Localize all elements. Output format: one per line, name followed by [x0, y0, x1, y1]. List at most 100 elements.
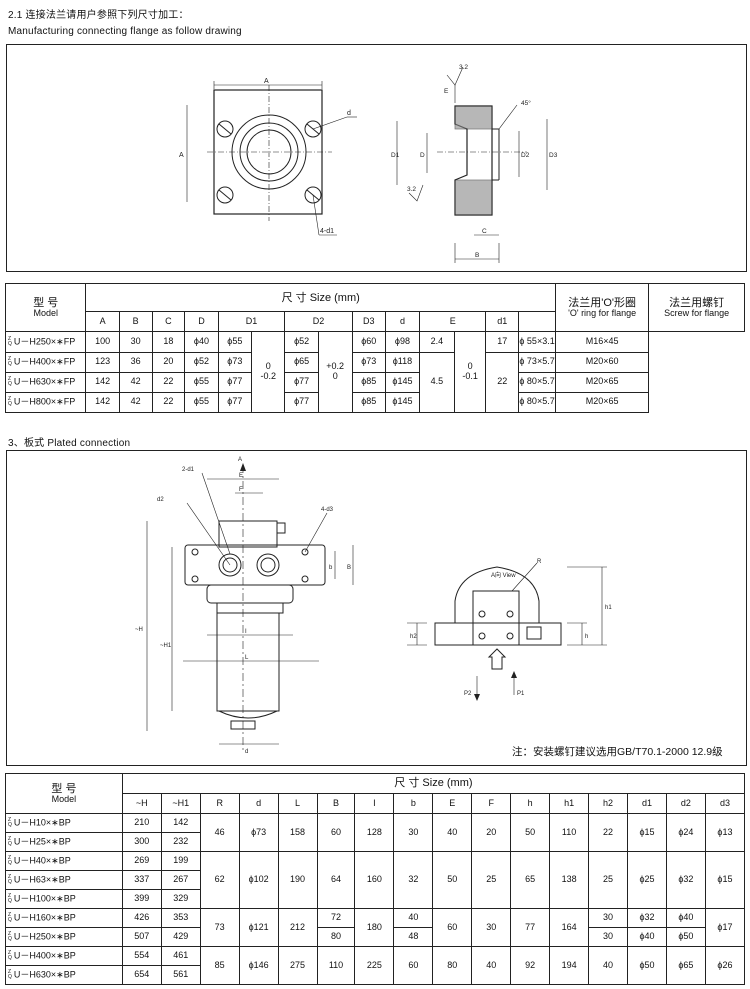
- table2-col-header: ~H1: [160, 793, 201, 814]
- table1-model-cn: 型 号: [33, 296, 59, 309]
- table-cell: 128: [354, 813, 395, 852]
- dim-label-h1: ~H1: [160, 643, 172, 649]
- table1-screw-en: Screw for flange: [664, 307, 730, 318]
- table-cell: 73: [199, 908, 240, 947]
- table2-col-header: d1: [627, 793, 667, 814]
- table-cell: 60: [432, 908, 473, 947]
- e-tol-upper: 0: [467, 361, 473, 372]
- table2-model-name: U－H250×∗BP: [13, 931, 76, 942]
- table2-model-name: U－H63×∗BP: [13, 874, 71, 885]
- table-cell: ϕ77: [217, 371, 253, 393]
- table-cell: ϕ40: [627, 927, 667, 947]
- table-cell: ϕ77: [217, 391, 253, 414]
- flange-drawing: A A d 4-d1 E 45° 3.2 3.2 D1 D D2 D3 C B: [179, 64, 558, 263]
- table2-col-header: h2: [588, 793, 629, 814]
- table-cell: 142: [85, 371, 120, 393]
- table1-model-en: Model: [33, 307, 58, 318]
- table1-oring-cn: 法兰用'O'形圈: [568, 296, 636, 309]
- table-cell: 80: [432, 946, 473, 985]
- table-cell: 22: [151, 391, 186, 414]
- table-cell: 158: [277, 813, 318, 852]
- table-cell: 160: [354, 851, 395, 909]
- d1-tolerance-cell: 0-0.2: [251, 331, 286, 413]
- table-cell: 30: [393, 813, 434, 852]
- section1-title-cn: 2.1 连接法兰请用户参照下列尺寸加工：: [8, 10, 189, 21]
- table-cell: 267: [160, 870, 201, 890]
- table1-model-name: U－H250×∗FP: [13, 336, 76, 347]
- table2-col-header: h: [510, 793, 551, 814]
- plated-drawing-frame: A 2-d1 E F d2 4-d3 b B ~H ~H1 I L d R A向…: [6, 450, 747, 766]
- d1-value-merged: 22: [485, 351, 520, 414]
- table-cell: 40: [588, 946, 629, 985]
- table-cell: 22: [151, 371, 186, 393]
- dim-label-c: C: [482, 228, 487, 235]
- table-cell: ϕ15: [627, 813, 667, 852]
- dim-label-4d3: 4-d3: [321, 507, 334, 513]
- dim-label-d2-small: d2: [157, 497, 164, 503]
- table2-model-en: Model: [51, 793, 77, 804]
- table-cell: ϕ121: [238, 908, 279, 947]
- table2-model-name: U－H160×∗BP: [13, 912, 76, 923]
- flange-drawing-frame: A A d 4-d1 E 45° 3.2 3.2 D1 D D2 D3 C B: [6, 44, 747, 272]
- table-cell: ϕ 80×5.7: [518, 371, 556, 393]
- e-value-merged: 4.5: [418, 351, 455, 414]
- table-cell: 329: [160, 889, 201, 909]
- table-cell: ϕ145: [384, 371, 420, 393]
- installation-note: 注：安装螺钉建议选用GB/T70.1-2000 12.9级: [512, 746, 723, 758]
- table2-model-name: U－H630×∗BP: [13, 969, 76, 980]
- table-cell: M16×45: [554, 331, 650, 353]
- dim-label-a-vertical: A: [179, 152, 184, 159]
- table-cell: ϕ40: [665, 908, 706, 928]
- table1-col-d2: D2: [284, 311, 353, 333]
- table2-size-header: 尺 寸 Size (mm): [121, 773, 746, 794]
- table2-col-header: B: [316, 793, 356, 814]
- table-cell: 50: [510, 813, 551, 852]
- table-cell: ϕ 55×3.1: [518, 331, 556, 353]
- table-cell: 190: [277, 851, 318, 909]
- table-cell: ϕ145: [384, 391, 420, 414]
- table2-col-header: h1: [549, 793, 590, 814]
- table-cell: 30: [588, 927, 629, 947]
- table-cell: ϕ50: [665, 927, 706, 947]
- table-cell: ϕ 73×5.7: [518, 351, 556, 373]
- table-cell: 72: [316, 908, 356, 928]
- table-cell: ϕ146: [238, 946, 279, 985]
- table2-col-header: I: [354, 793, 395, 814]
- table-cell: ϕ98: [384, 331, 420, 353]
- table-cell: ϕ 80×5.7: [518, 391, 556, 414]
- table-cell: ϕ32: [665, 851, 706, 909]
- table-cell: 32: [393, 851, 434, 909]
- dim-label-d: d: [347, 110, 351, 117]
- table-cell: ϕ77: [284, 391, 319, 414]
- table-cell: 164: [549, 908, 590, 947]
- dim-label-e: E: [444, 88, 449, 95]
- table-cell: 25: [588, 851, 629, 909]
- table-cell: ϕ73: [351, 351, 386, 373]
- table-cell: ϕ65: [284, 351, 319, 373]
- dim-label-b-big: B: [347, 565, 351, 571]
- table1-col-d: D: [184, 311, 219, 333]
- port-label-p2: P2: [464, 691, 472, 697]
- table-cell: M20×60: [554, 351, 650, 373]
- table1-col-d3: D3: [351, 311, 386, 333]
- port-label-p1: P1: [517, 691, 525, 697]
- dim-label-h1-side: h1: [605, 605, 612, 611]
- table-cell: 80: [316, 927, 356, 947]
- table-cell: ϕ32: [627, 908, 667, 928]
- view-label: A向 View: [491, 571, 516, 579]
- table-cell: ϕ85: [351, 391, 386, 414]
- dim-label-b: B: [475, 252, 479, 259]
- table-cell: ϕ77: [284, 371, 319, 393]
- dim-label-r: R: [537, 559, 542, 565]
